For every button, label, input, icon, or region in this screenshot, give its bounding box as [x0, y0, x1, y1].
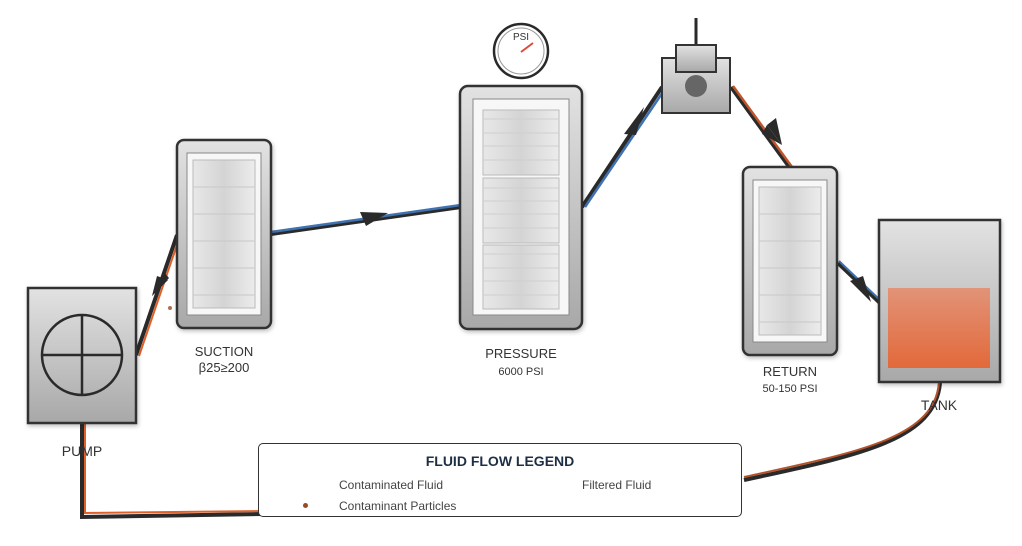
legend-title: FLUID FLOW LEGEND — [425, 453, 575, 469]
pressure-label: PRESSURE — [485, 346, 557, 361]
suction-filter-element — [186, 152, 262, 316]
suction-label: SUCTION — [195, 344, 254, 359]
legend-item-filtered: Filtered Fluid — [582, 478, 652, 492]
return-label: RETURN — [763, 364, 817, 379]
pressure-filter-element — [472, 98, 570, 316]
legend-item-particles: Contaminant Particles — [339, 499, 457, 513]
flow-arrow-2 — [360, 212, 388, 226]
suction-rating: β25≥200 — [199, 360, 250, 375]
valve-indicator-icon — [685, 75, 707, 97]
pipe-valve-return — [729, 85, 792, 170]
return-rating: 50-150 PSI — [762, 383, 817, 395]
legend-item-contaminated: Contaminated Fluid — [339, 478, 444, 492]
particle-dot-icon — [303, 503, 308, 508]
pipe-pump-suction — [134, 234, 179, 356]
gauge-needle — [520, 42, 534, 53]
contaminant-particle — [168, 306, 172, 310]
pressure-rating: 6000 PSI — [498, 366, 543, 378]
pressure-gauge: PSI — [492, 22, 550, 80]
pipes — [80, 85, 942, 520]
flow-arrow-3 — [624, 107, 644, 135]
flow-arrow-5 — [850, 276, 871, 302]
pipe-tank-return — [743, 382, 942, 482]
tank-label: TANK — [921, 397, 958, 413]
valve[interactable] — [661, 18, 731, 114]
fluid-flow-legend: FLUID FLOW LEGEND Contaminated Fluid Fil… — [258, 443, 742, 517]
tank-fluid — [888, 288, 990, 368]
pump-label: PUMP — [62, 443, 102, 459]
pump-symbol-icon — [40, 313, 124, 397]
gauge-label: PSI — [513, 32, 529, 43]
pipe-pump-drain — [80, 420, 263, 520]
return-filter-element — [752, 179, 828, 343]
flow-arrow-4 — [767, 118, 782, 145]
pipe-pressure-valve — [580, 85, 664, 209]
